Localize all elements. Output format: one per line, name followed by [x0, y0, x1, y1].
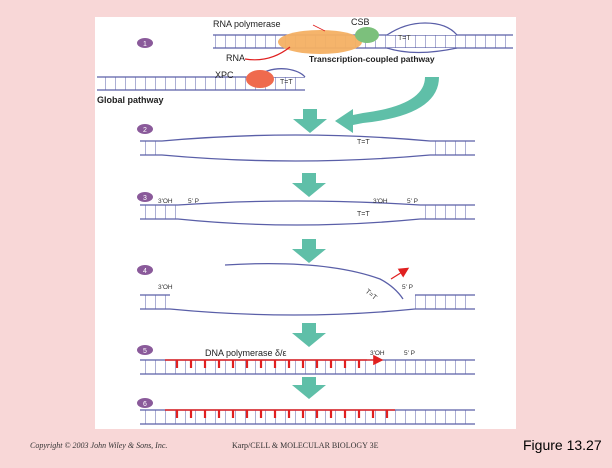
three-prime-oh-label: 3'OH: [158, 198, 173, 205]
step-4: 4 T=T 3'OH 5' P: [137, 262, 475, 347]
transcription-coupled-pathway-label: Transcription-coupled pathway: [309, 54, 435, 64]
arrow-down-icon: [293, 109, 327, 133]
thymine-dimer-label: T=T: [357, 139, 370, 146]
arrow-down-icon: [292, 173, 326, 197]
thymine-dimer-label: T=T: [357, 211, 370, 218]
excised-oligo: [224, 262, 404, 300]
dna-polymerase-label: DNA polymerase δ/ε: [205, 348, 287, 358]
figure-number: Figure 13.27: [523, 437, 602, 453]
repair-synthesis-dna: [140, 354, 475, 375]
incised-dna: [140, 200, 475, 226]
xpc-label: XPC: [215, 70, 234, 80]
step-3: 3 3'OH 5' P 3'OH 5' P T=T: [137, 192, 475, 263]
rna-polymerase-label: RNA polymerase: [213, 19, 281, 29]
step-2: 2 T=T: [137, 124, 475, 197]
xpc-shape: [246, 70, 274, 88]
arrow-down-icon: [292, 377, 326, 399]
step-badge-4: [137, 265, 153, 275]
global-pathway-label: Global pathway: [97, 95, 164, 105]
release-arrow-icon: [390, 267, 410, 280]
step-number: 5: [143, 348, 147, 355]
step-5: 5 DNA polymerase δ/ε 3'OH 5' P: [137, 345, 475, 399]
rna-label: RNA: [226, 53, 245, 63]
five-prime-p-label: 5' P: [404, 350, 415, 357]
three-prime-oh-label: 3'OH: [373, 198, 388, 205]
step-badge-2: [137, 124, 153, 134]
step-number: 6: [143, 401, 147, 408]
five-prime-p-label: 5' P: [407, 198, 418, 205]
five-prime-p-label: 5' P: [188, 198, 199, 205]
course-title: Karp/CELL & MOLECULAR BIOLOGY 3E: [232, 441, 379, 450]
thymine-dimer-label: T=T: [364, 288, 379, 302]
step-number: 3: [143, 195, 147, 202]
copyright-text: Copyright © 2003 John Wiley & Sons, Inc.: [30, 441, 168, 450]
step-6: 6: [137, 398, 475, 425]
step-number: 4: [143, 268, 147, 275]
csb-shape: [355, 27, 379, 43]
unwound-dna: [140, 134, 475, 162]
thymine-dimer-label: T=T: [398, 35, 411, 42]
five-prime-p-label: 5' P: [402, 284, 413, 291]
gapped-dna: [140, 294, 475, 316]
three-prime-oh-label: 3'OH: [370, 350, 385, 357]
arrow-down-icon: [292, 239, 326, 263]
nucleotide-excision-repair-diagram: 1 RNA polymerase CSB T=T RNA Transcripti…: [97, 17, 513, 425]
rna-polymerase-shape: [278, 30, 362, 54]
arrow-down-icon: [292, 323, 326, 347]
repaired-dna: [140, 409, 475, 425]
step-badge-5: [137, 345, 153, 355]
step-badge-3: [137, 192, 153, 202]
csb-label: CSB: [351, 17, 370, 27]
thymine-dimer-label: T=T: [280, 79, 293, 86]
curved-arrow-icon: [335, 77, 439, 133]
rna-transcript: [244, 46, 291, 61]
step-1: 1 RNA polymerase CSB T=T RNA Transcripti…: [97, 17, 513, 133]
step-number: 2: [143, 127, 147, 134]
step-badge-1: [137, 38, 153, 48]
step-number: 1: [143, 41, 147, 48]
rna-polymerase-pointer: [312, 24, 326, 32]
step-badge-6: [137, 398, 153, 408]
three-prime-oh-label: 3'OH: [158, 284, 173, 291]
